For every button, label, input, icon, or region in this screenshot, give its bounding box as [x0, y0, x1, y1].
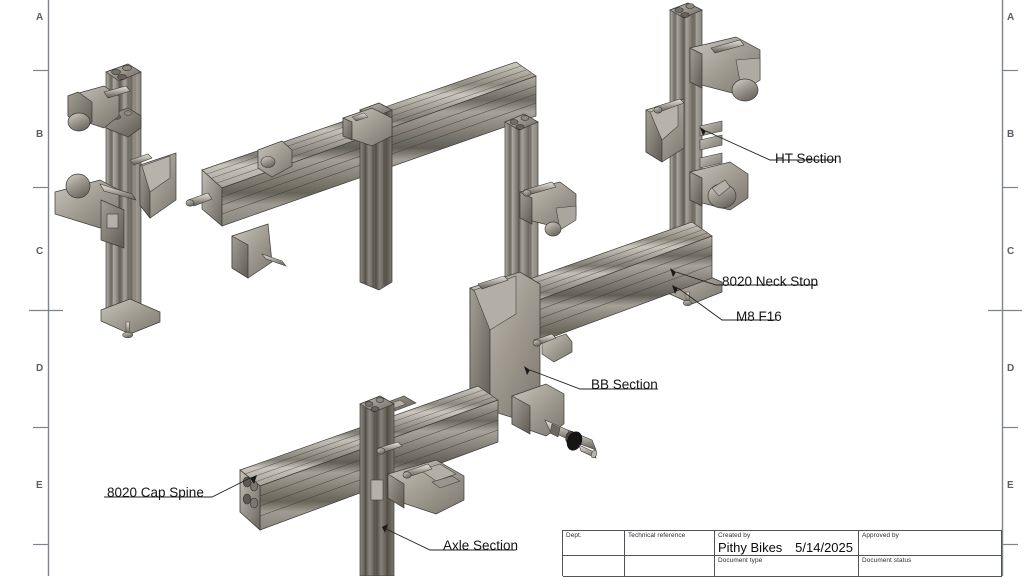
head-tube-lower-clamp [689, 161, 749, 211]
left-centre-post [231, 102, 393, 291]
zone-letter-right-b: B [1007, 129, 1015, 140]
front-short-post [504, 113, 577, 315]
neck-stop-fins [699, 120, 723, 169]
annotation-m8-f16: M8 F16 [736, 309, 782, 324]
zone-letter-left-a: A [36, 12, 44, 23]
left-spine-latch [257, 140, 293, 178]
leader-cap-spine [104, 477, 251, 498]
annotation-neck-stop: 8020 Neck Stop [722, 274, 819, 289]
created-date-value: 5/14/2025 [795, 540, 853, 555]
title-block-row-1: Dept. Technical reference Created by Pit… [563, 531, 1002, 556]
left-gusset-bracket [129, 152, 177, 220]
annotation-arrowheads [250, 127, 706, 533]
left-jig-subassembly[interactable] [54, 61, 537, 339]
annotation-leaders [104, 130, 836, 551]
head-tube-upper-clamp [689, 36, 761, 102]
bb-spine-latch [532, 333, 573, 363]
left-spine-pin [185, 192, 213, 207]
title-block-blank-cell-2[interactable] [625, 556, 715, 577]
annotation-ht-section: HT Section [775, 151, 842, 166]
sheet-frame [29, 0, 1022, 576]
zone-letter-left-e: E [36, 480, 43, 491]
annotation-bb-section: BB Section [591, 377, 658, 392]
title-block-technical-reference-cell[interactable]: Technical reference [625, 531, 715, 556]
title-block-document-type-cell[interactable]: Document type [715, 556, 859, 577]
zone-letter-right-e: E [1007, 480, 1014, 491]
zone-letter-right-c: C [1007, 246, 1015, 257]
leader-axle-section [381, 526, 516, 551]
mid-left-clamp [54, 173, 137, 249]
created-by-label: Created by [718, 532, 751, 539]
dept-label: Dept. [566, 532, 582, 539]
technical-reference-label: Technical reference [628, 532, 686, 539]
leader-neck-stop [675, 271, 818, 286]
zone-letter-left-c: C [36, 246, 44, 257]
title-block-created-by-cell[interactable]: Created by Pithy Bikes 5/14/2025 [715, 531, 859, 556]
document-status-label: Document status [862, 557, 912, 564]
title-block-document-status-cell[interactable]: Document status [859, 556, 1002, 577]
annotation-axle-section: Axle Section [443, 538, 519, 553]
zone-letter-left-d: D [36, 363, 44, 374]
title-block: Dept. Technical reference Created by Pit… [562, 530, 1002, 577]
zone-letter-left-b: B [36, 129, 44, 140]
bb-section-plate [469, 271, 565, 437]
document-type-label: Document type [718, 557, 763, 564]
leader-ht-section [705, 130, 836, 161]
annotation-cap-spine: 8020 Cap Spine [107, 485, 204, 500]
head-tube-gusset [645, 98, 685, 163]
bb-spindle [544, 419, 598, 459]
title-block-blank-cell-1[interactable] [563, 556, 625, 577]
zone-letter-right-d: D [1007, 363, 1015, 374]
title-block-dept-cell[interactable]: Dept. [563, 531, 625, 556]
zone-letter-right-a: A [1007, 12, 1015, 23]
right-jig-subassembly[interactable] [239, 2, 761, 576]
created-by-row: Pithy Bikes 5/14/2025 [718, 540, 855, 555]
upper-left-clamp-arm [67, 85, 131, 132]
leader-bb-section [529, 369, 658, 390]
approved-by-label: Approved by [862, 532, 899, 539]
title-block-row-2: Document type Document status [563, 556, 1002, 577]
title-block-approved-by-cell[interactable]: Approved by [859, 531, 1002, 556]
created-by-value: Pithy Bikes [718, 540, 783, 555]
leader-m8-f16 [677, 287, 776, 321]
